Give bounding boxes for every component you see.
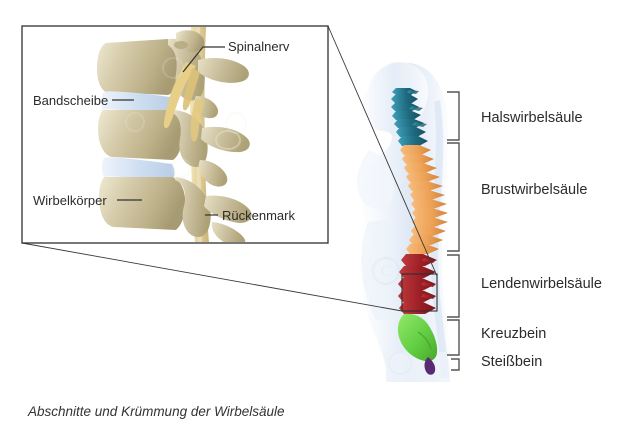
spinalnerv-leader (182, 46, 225, 73)
body-silhouette (357, 62, 452, 382)
inset-label-bandscheibe: Bandscheibe (33, 93, 108, 108)
inset-label-wirbelkoerper: Wirbelkörper (33, 193, 107, 208)
intervertebral-disc-2 (101, 157, 175, 183)
segment-label-coccyx: Steißbein (481, 354, 542, 370)
spine-segment-cervical (391, 88, 428, 146)
figure-caption: Abschnitte und Krümmung der Wirbelsäule (27, 404, 285, 419)
spine-segment-lumbar (398, 254, 437, 314)
bracket-cervical (447, 91, 460, 141)
upper-connector-line (327, 25, 438, 277)
lower-connector-line (21, 242, 403, 312)
lumbar-highlight-rect (401, 273, 438, 312)
vertebrae-detail-inset: Spinalnerv Bandscheibe Wirbelkörper Rück… (21, 25, 329, 244)
bracket-thoracic (447, 142, 460, 252)
spinal-nerve-structure (163, 62, 205, 142)
segment-label-cervical: Halswirbelsäule (481, 110, 583, 126)
svg-text:C: C (381, 263, 392, 280)
bracket-coccyx (451, 358, 460, 371)
inset-label-rueckenmark: Rückenmark (222, 208, 295, 223)
watermark: C (371, 256, 412, 375)
spine-segment-thoracic (400, 145, 448, 254)
vertebra-bottom (99, 177, 252, 242)
intervertebral-disc-1 (100, 91, 173, 116)
spine-column (391, 88, 448, 375)
segment-label-thoracic: Brustwirbelsäule (481, 182, 587, 198)
inset-label-spinalnerv: Spinalnerv (228, 39, 290, 54)
segment-label-lumbar: Lendenwirbelsäule (481, 276, 602, 292)
bracket-lumbar (447, 254, 460, 318)
bracket-sacrum (447, 319, 460, 356)
spine-segment-sacrum (397, 313, 438, 362)
segment-brackets (447, 91, 460, 371)
segment-label-sacrum: Kreuzbein (481, 326, 546, 342)
spine-segment-coccyx (424, 357, 436, 375)
